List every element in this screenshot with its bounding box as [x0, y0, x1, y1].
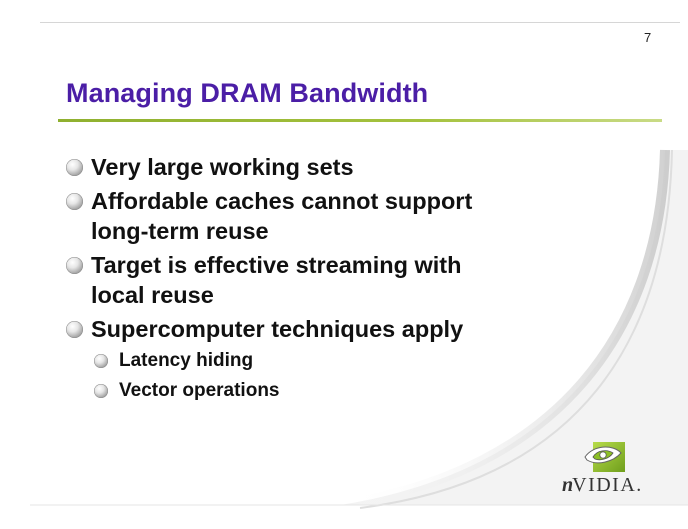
nvidia-eye-icon [584, 442, 625, 472]
bullet-sphere-icon [94, 384, 108, 398]
bullet-list: Very large working sets Affordable cache… [66, 152, 472, 408]
bullet-item: Affordable caches cannot support long-te… [66, 186, 472, 246]
nvidia-logo-text: nVIDIA. [562, 474, 643, 496]
bullet-text: Vector operations [119, 380, 280, 401]
bullet-sphere-icon [94, 354, 108, 368]
bullet-text: Supercomputer techniques apply [91, 316, 464, 342]
bullet-sphere-icon [66, 257, 83, 274]
bullet-text-line-1: Affordable caches cannot support [91, 188, 473, 214]
bullet-text-line-2: local reuse [91, 282, 214, 308]
bullet-text-line-1: Target is effective streaming with [91, 252, 462, 278]
bullet-text: Latency hiding [119, 350, 254, 371]
bullet-item: Target is effective streaming with local… [66, 250, 472, 310]
bullet-sphere-icon [66, 159, 83, 176]
bullet-text: Very large working sets [91, 154, 354, 180]
sub-bullet-item: Vector operations [94, 378, 472, 404]
slide-title: Managing DRAM Bandwidth [66, 78, 429, 108]
page-number: 7 [644, 30, 652, 45]
top-rule [40, 22, 680, 23]
bullet-sphere-icon [66, 193, 83, 210]
bullet-item: Supercomputer techniques apply [66, 314, 472, 344]
title-underline [58, 119, 662, 122]
bullet-item: Very large working sets [66, 152, 472, 182]
bullet-text-line-2: long-term reuse [91, 218, 269, 244]
sub-bullet-item: Latency hiding [94, 348, 472, 374]
bullet-sphere-icon [66, 321, 83, 338]
